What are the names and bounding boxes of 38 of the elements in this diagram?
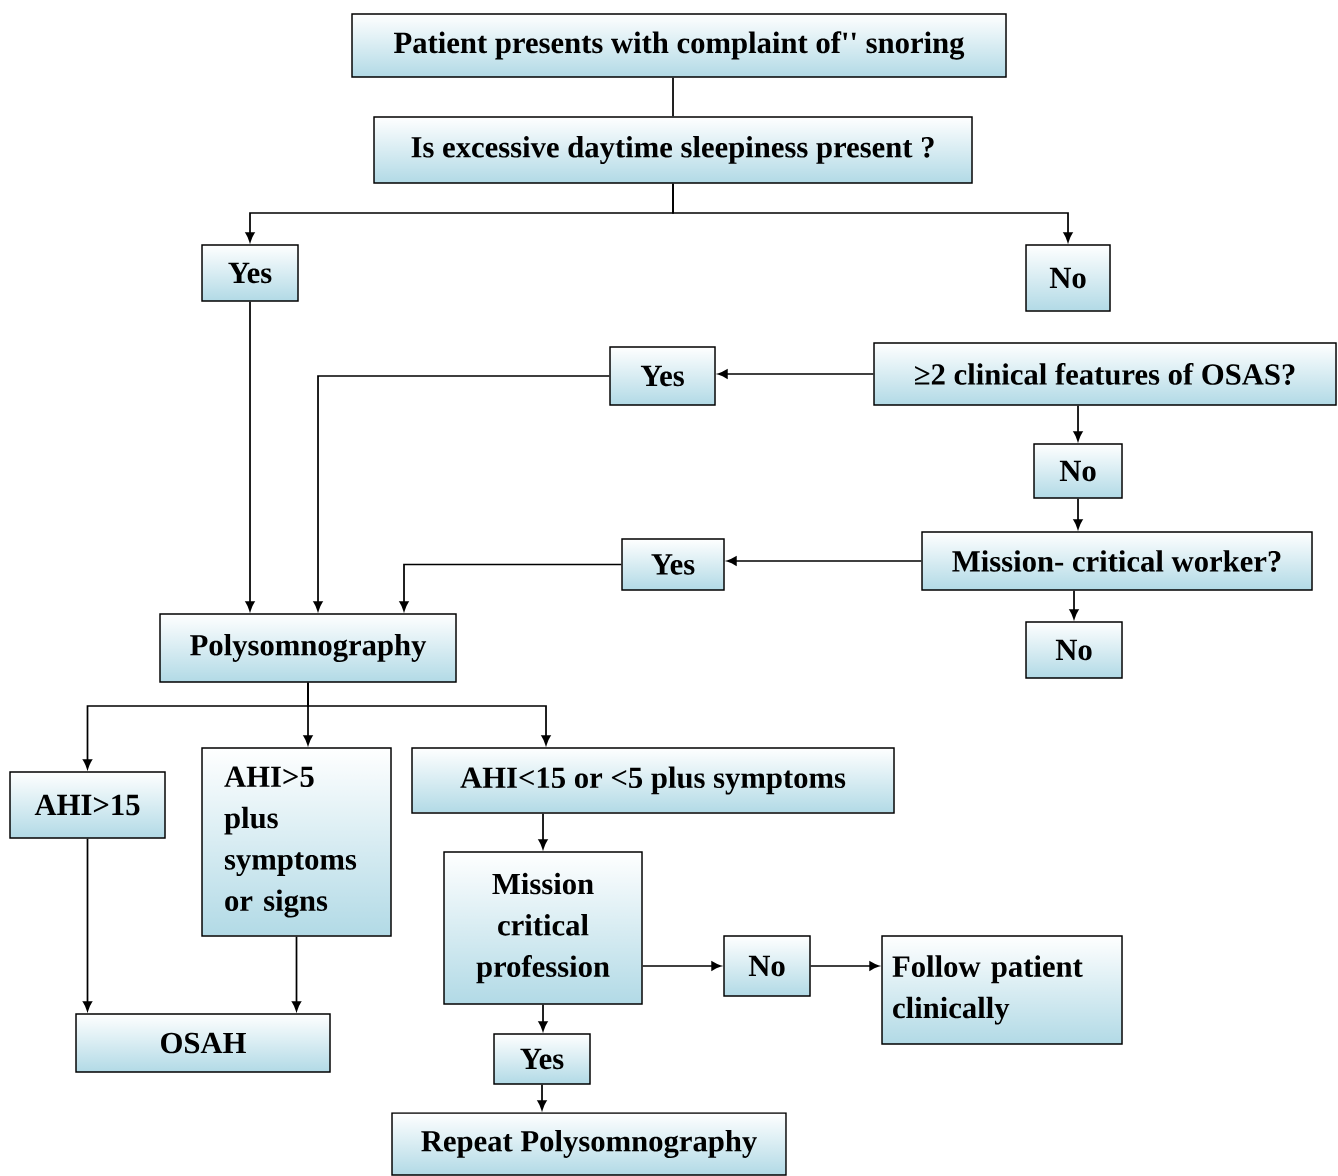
- arrow: [1069, 589, 1079, 620]
- arrow: [307, 681, 551, 746]
- arrow: [82, 837, 93, 1012]
- flow-box: AHI>15: [9, 771, 166, 839]
- flow-box: ≥2 clinical features of OSAS?: [873, 342, 1337, 406]
- arrow: [313, 375, 611, 612]
- flow-box: No: [1025, 621, 1123, 679]
- flow-box: Is excessive daytime sleepiness present ?: [373, 116, 973, 184]
- flow-box: No: [1033, 443, 1123, 499]
- flow-box: Yes: [493, 1033, 591, 1085]
- arrow: [641, 961, 722, 971]
- flow-box: Follow patient clinically: [881, 935, 1123, 1045]
- flow-box: Mission- critical worker?: [921, 531, 1313, 591]
- flow-box: AHI<15 or <5 plus symptoms: [411, 747, 895, 814]
- flow-box: Yes: [609, 346, 716, 406]
- flow-box: Patient presents with complaint of'' snoring: [351, 13, 1007, 78]
- arrow: [1073, 404, 1083, 442]
- flow-box: Repeat Polysomnography: [391, 1112, 787, 1176]
- flow-box: Mission critical profession: [443, 851, 643, 1005]
- arrow: [399, 563, 623, 612]
- flow-box: AHI>5 plus symptoms or signs: [201, 747, 392, 937]
- arrow: [726, 556, 923, 566]
- arrow: [809, 961, 880, 971]
- flow-box: Yes: [621, 538, 725, 591]
- arrow: [672, 182, 1073, 243]
- arrow: [1073, 497, 1083, 530]
- flow-box: OSAH: [75, 1013, 331, 1073]
- flow-box: Yes: [201, 244, 299, 302]
- arrow: [538, 812, 548, 850]
- flow-box: No: [723, 935, 811, 997]
- arrow: [537, 1083, 547, 1111]
- arrow: [245, 300, 255, 612]
- arrow: [538, 1003, 548, 1032]
- flow-box: Polysomnography: [159, 613, 457, 683]
- flow-box: No: [1025, 244, 1111, 312]
- arrow: [291, 935, 302, 1012]
- arrow: [717, 369, 875, 379]
- connector-line: [672, 76, 674, 118]
